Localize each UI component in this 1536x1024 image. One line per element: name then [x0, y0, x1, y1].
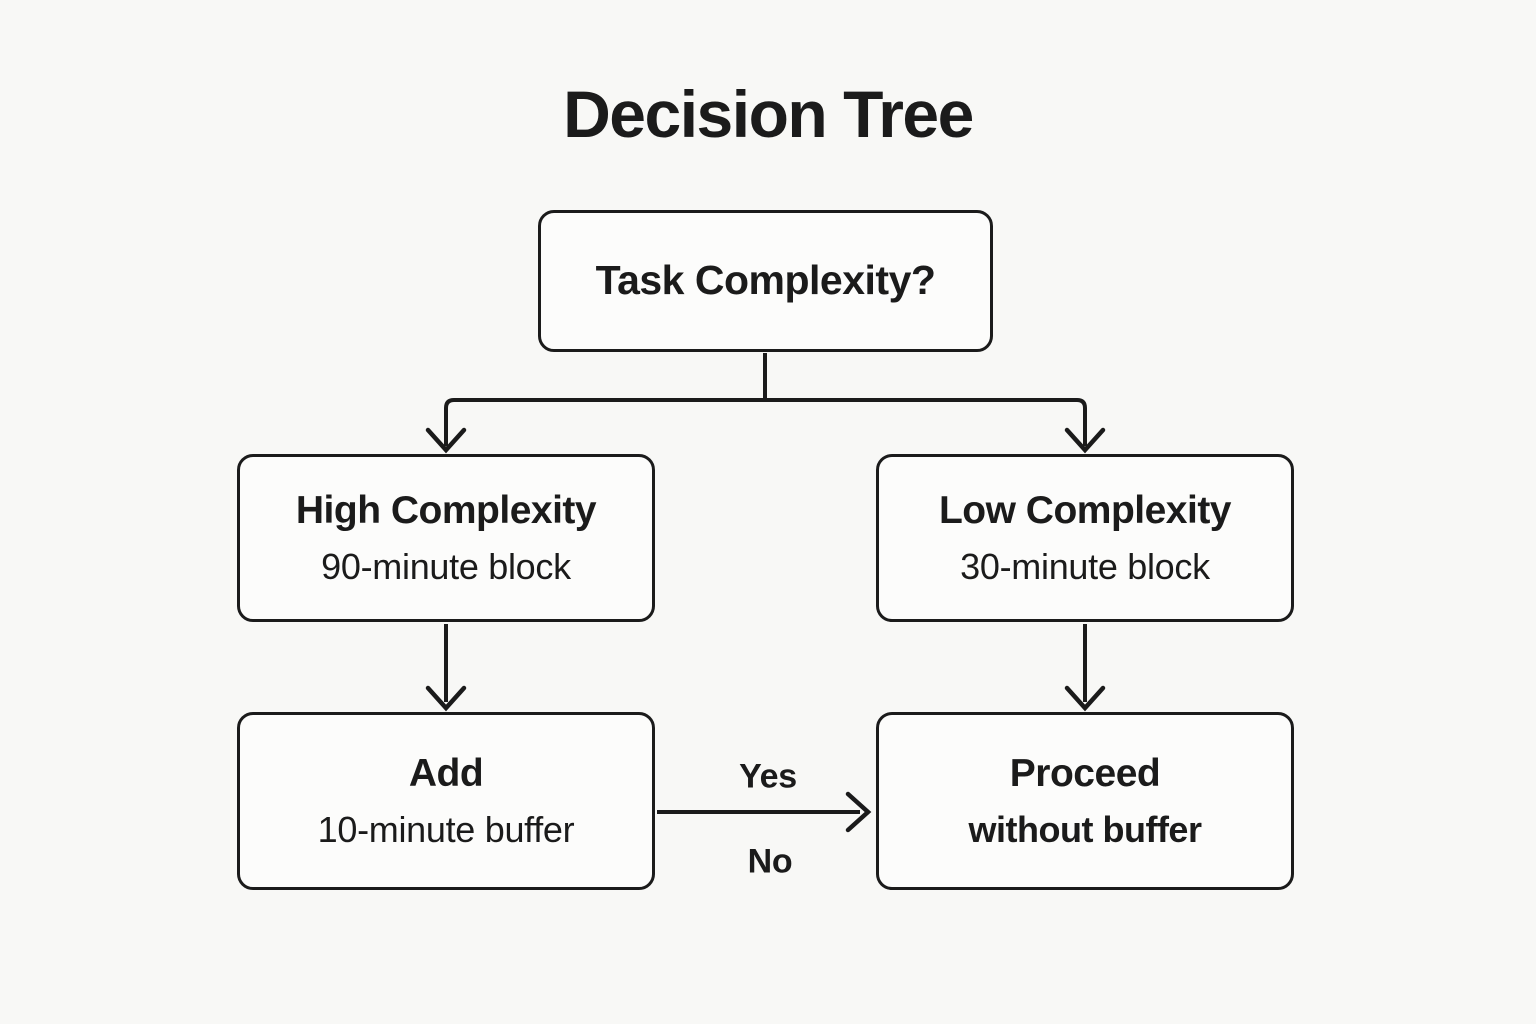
arrowhead-down-icon	[425, 685, 467, 712]
arrowhead-down-icon	[1064, 685, 1106, 712]
node-low-complexity: Low Complexity 30-minute block	[876, 454, 1294, 622]
node-high-complexity-subtitle: 90-minute block	[321, 545, 571, 587]
arrowhead-down-icon	[1064, 427, 1106, 454]
node-proceed-subtitle: without buffer	[968, 808, 1202, 850]
node-high-complexity-title: High Complexity	[295, 489, 597, 532]
node-add-buffer: Add 10-minute buffer	[237, 712, 655, 890]
node-add-buffer-subtitle: 10-minute buffer	[317, 808, 575, 850]
arrowhead-right-icon	[845, 791, 872, 833]
edge-label-yes: Yes	[739, 757, 797, 796]
node-add-buffer-title: Add	[408, 752, 484, 795]
edge-label-no: No	[747, 842, 793, 881]
page-title: Decision Tree	[563, 77, 974, 151]
arrowhead-down-icon	[425, 427, 467, 454]
node-low-complexity-subtitle: 30-minute block	[960, 545, 1210, 587]
node-low-complexity-title: Low Complexity	[938, 489, 1232, 532]
node-task-complexity-label: Task Complexity?	[595, 257, 936, 304]
node-proceed-without-buffer: Proceed without buffer	[876, 712, 1294, 890]
edge-root-to-high	[444, 398, 765, 446]
edge-root-to-low	[765, 398, 1087, 446]
node-task-complexity: Task Complexity?	[538, 210, 993, 352]
node-proceed-title: Proceed	[1009, 752, 1161, 795]
node-high-complexity: High Complexity 90-minute block	[237, 454, 655, 622]
